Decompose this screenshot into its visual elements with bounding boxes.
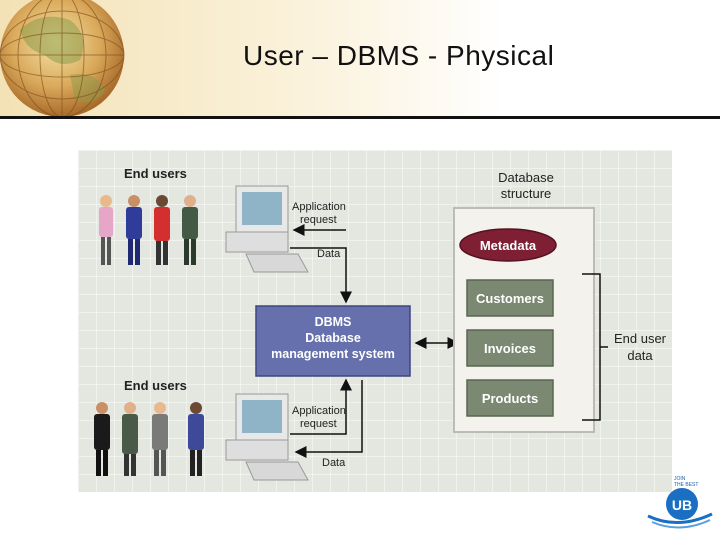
end-users-bottom-group — [94, 402, 204, 476]
dbms-diagram: End users Application request Data DBMS … — [78, 150, 672, 492]
app-request-top-line1: Application — [292, 201, 346, 213]
ub-logo: JOIN THE BEST UB — [647, 476, 713, 529]
data-bottom-arrow — [294, 380, 363, 458]
app-request-top-line2: request — [300, 214, 337, 226]
logo-tag2: THE BEST — [674, 482, 698, 488]
end-user-data-line2: data — [627, 348, 653, 363]
data-bottom-label: Data — [322, 457, 346, 469]
app-request-bottom-line2: request — [300, 418, 337, 430]
dbms-line3: management system — [271, 347, 395, 361]
end-user-data-bracket — [582, 273, 608, 421]
app-request-bottom-arrow — [290, 378, 352, 435]
db-structure-line2: structure — [501, 186, 552, 201]
metadata-label: Metadata — [480, 238, 537, 253]
table-invoices: Invoices — [466, 329, 554, 367]
table-products: Products — [466, 379, 554, 417]
end-users-bottom-label: End users — [124, 378, 187, 393]
table-customers: Customers — [466, 279, 554, 317]
slide-title: User – DBMS - Physical — [243, 40, 555, 71]
dbms-line2: Database — [305, 331, 361, 345]
slide-header: User – DBMS - Physical — [0, 0, 720, 118]
db-structure-line1: Database — [498, 170, 554, 185]
computer-top-icon — [225, 185, 309, 273]
end-users-top-group — [99, 195, 198, 265]
logo-tag1: JOIN — [674, 476, 686, 482]
data-top-label: Data — [317, 248, 341, 260]
end-user-data-line1: End user — [614, 331, 667, 346]
computer-bottom-icon — [225, 393, 309, 481]
logo-text: UB — [672, 497, 692, 513]
app-request-bottom-line1: Application — [292, 405, 346, 417]
metadata-oval: Metadata — [459, 228, 557, 262]
globe-icon — [0, 0, 125, 118]
table-products-label: Products — [482, 391, 538, 406]
end-users-top-label: End users — [124, 166, 187, 181]
header-divider — [0, 116, 720, 119]
dbms-box: DBMS Database management system — [255, 305, 411, 377]
table-invoices-label: Invoices — [484, 341, 536, 356]
dbms-line1: DBMS — [315, 315, 352, 329]
table-customers-label: Customers — [476, 291, 544, 306]
data-top-arrow — [290, 247, 352, 304]
